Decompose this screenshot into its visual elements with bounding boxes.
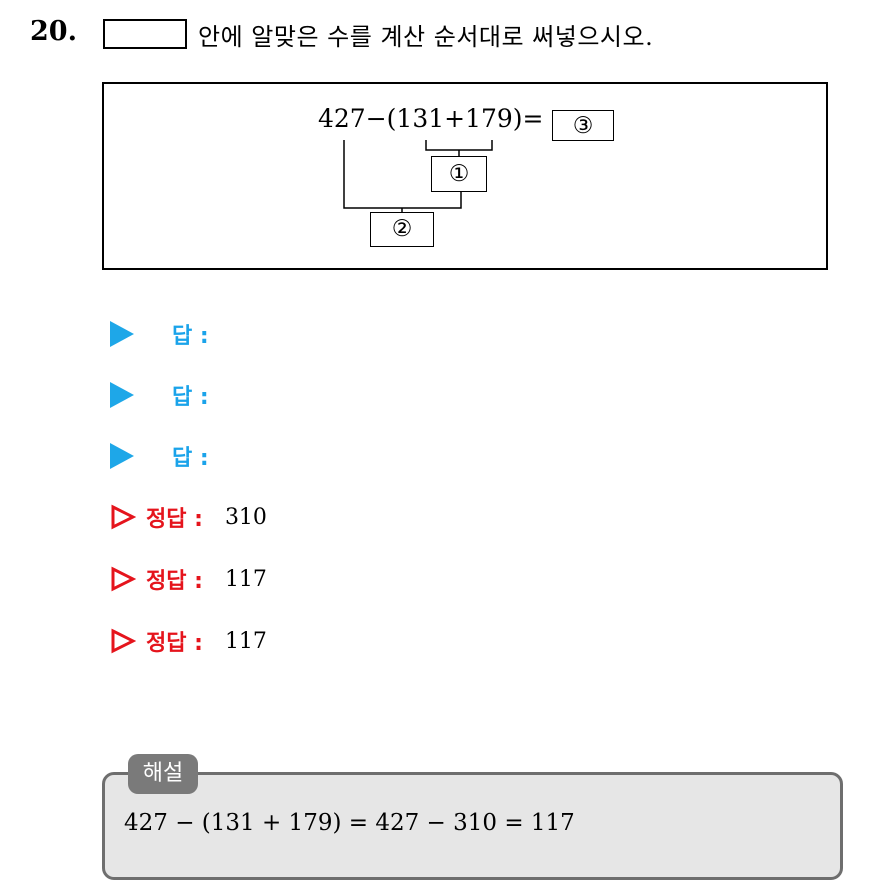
answer-label: 답 :	[172, 446, 209, 471]
outline-triangle-icon	[111, 504, 136, 530]
triangle-bullet-icon	[110, 443, 134, 469]
correct-answer-row: 정답 : 310	[110, 500, 267, 534]
answer-label: 답 :	[172, 324, 209, 349]
bracket-lines	[343, 140, 493, 212]
correct-answer-label: 정답 :	[146, 569, 203, 594]
answer-box-3: ③	[552, 110, 614, 141]
outline-triangle-icon	[111, 566, 136, 592]
explanation-text: 427 − (131 + 179) = 427 − 310 = 117	[124, 810, 575, 836]
triangle-bullet-icon	[110, 321, 134, 347]
correct-answer-value: 117	[224, 566, 267, 592]
blank-box	[103, 19, 187, 49]
answer-box-1: ①	[431, 156, 487, 192]
correct-answer-value: 117	[224, 628, 267, 654]
answer-row: 답 :	[110, 378, 209, 412]
triangle-bullet-icon	[110, 382, 134, 408]
answer-row: 답 :	[110, 439, 209, 473]
outline-triangle-icon	[111, 628, 136, 654]
question-text: 안에 알맞은 수를 계산 순서대로 써넣으시오.	[198, 23, 654, 51]
correct-answer-value: 310	[224, 504, 267, 530]
question-number: 20.	[30, 16, 77, 47]
explanation-box	[102, 772, 843, 880]
correct-answer-label: 정답 :	[146, 631, 203, 656]
explanation-tab: 해설	[128, 754, 198, 794]
correct-answer-row: 정답 : 117	[110, 562, 267, 596]
calculation-diagram: 427−(131+179)= ③ ① ②	[102, 82, 828, 270]
correct-answer-label: 정답 :	[146, 507, 203, 532]
answer-label: 답 :	[172, 385, 209, 410]
correct-answer-row: 정답 : 117	[110, 624, 267, 658]
answer-row: 답 :	[110, 317, 209, 351]
expression: 427−(131+179)=	[318, 104, 544, 133]
answer-box-2: ②	[370, 212, 434, 247]
